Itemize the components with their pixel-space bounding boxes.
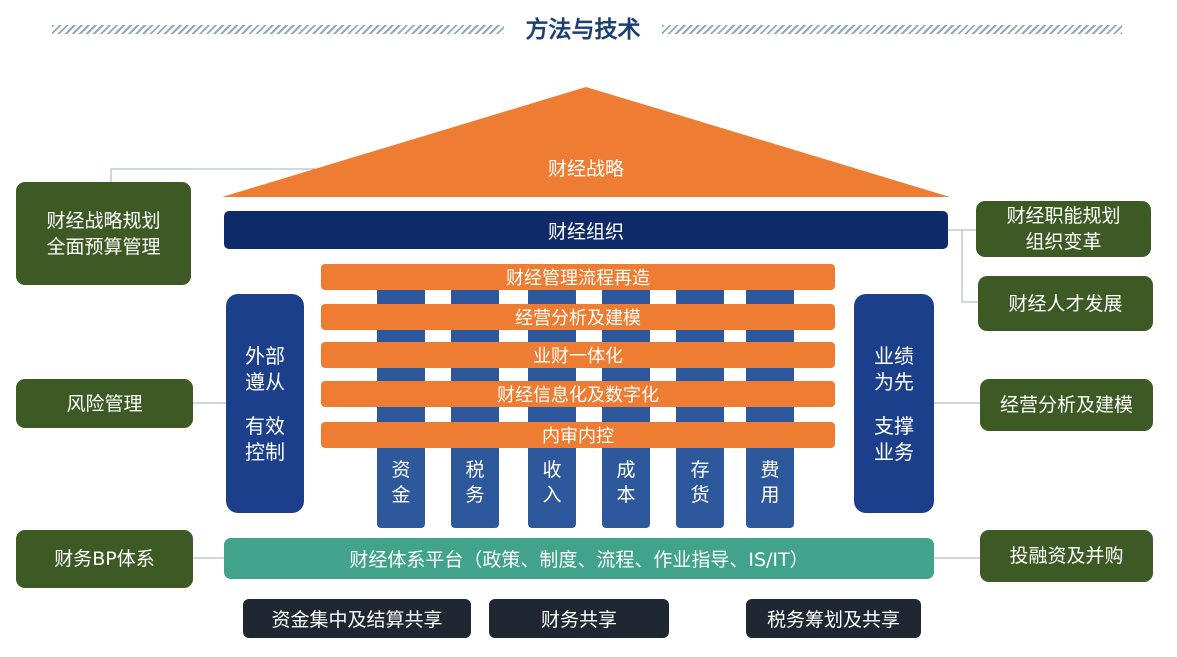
bar-internal-audit: 内审内控 — [321, 422, 835, 448]
column-funds-char-2: 金 — [391, 484, 411, 506]
left-pillar: 外部 遵从 有效 控制 — [226, 294, 304, 513]
right-pillar-top: 业绩 为先 — [874, 343, 914, 395]
column-inventory-char-1: 存 — [690, 459, 710, 481]
left-pillar-bottom-line-1: 有效 — [245, 413, 285, 438]
column-expense-char-1: 费 — [760, 459, 780, 481]
column-funds-label: 资 金 — [377, 458, 425, 508]
left-pillar-top-line-1: 外部 — [245, 343, 285, 368]
share-box-tax-planning: 税务筹划及共享 — [746, 599, 921, 638]
finance-platform-bar: 财经体系平台（政策、制度、流程、作业指导、IS/IT） — [224, 538, 934, 579]
right-box-investment: 投融资及并购 — [980, 530, 1153, 582]
column-expense-char-2: 用 — [760, 484, 780, 506]
right-pillar-bottom-line-2: 业务 — [874, 439, 914, 464]
left-box-risk: 风险管理 — [16, 379, 193, 428]
left-pillar-bottom: 有效 控制 — [245, 413, 285, 465]
roof-label: 财经战略 — [547, 158, 624, 180]
column-inventory-char-2: 货 — [690, 484, 710, 506]
header-rule-left — [52, 25, 504, 34]
left-box-bp-label: 财务BP体系 — [54, 548, 155, 570]
left-box-strategy-line-1: 财经战略规划 — [46, 209, 161, 232]
right-pillar-bottom-line-1: 支撑 — [874, 413, 914, 438]
right-box-function-line-2: 组织变革 — [1025, 231, 1102, 253]
org-bar: 财经组织 — [224, 211, 948, 249]
right-box-analysis-label: 经营分析及建模 — [999, 394, 1133, 416]
left-pillar-top-line-2: 遵从 — [245, 369, 285, 394]
right-pillar-top-line-1: 业绩 — [874, 343, 914, 368]
bar-operating-analysis: 经营分析及建模 — [321, 304, 835, 330]
left-pillar-bottom-line-2: 控制 — [245, 439, 285, 464]
right-box-talent-label: 财经人才发展 — [1008, 292, 1123, 315]
column-tax-label: 税 务 — [451, 458, 499, 508]
column-revenue-char-2: 入 — [542, 484, 562, 506]
right-pillar: 业绩 为先 支撑 业务 — [854, 294, 934, 513]
right-box-talent: 财经人才发展 — [978, 276, 1153, 331]
column-revenue-label: 收 入 — [528, 458, 576, 508]
page-title: 方法与技术 — [525, 17, 641, 43]
bar-business-finance-integration: 业财一体化 — [321, 342, 835, 368]
share-box-fund-settlement: 资金集中及结算共享 — [243, 599, 471, 638]
right-box-investment-label: 投融资及并购 — [1009, 545, 1124, 567]
share-box-finance: 财务共享 — [489, 599, 669, 638]
column-cost-char-2: 本 — [616, 484, 636, 506]
left-box-bp: 财务BP体系 — [16, 530, 193, 588]
left-pillar-top: 外部 遵从 — [245, 343, 285, 395]
header-rule-right — [662, 25, 1122, 34]
left-box-strategy-budget: 财经战略规划 全面预算管理 — [16, 182, 191, 285]
right-pillar-bottom: 支撑 业务 — [874, 413, 914, 465]
column-expense-label: 费 用 — [746, 458, 794, 508]
right-box-analysis: 经营分析及建模 — [980, 379, 1153, 431]
bar-digitalization: 财经信息化及数字化 — [321, 381, 835, 407]
column-inventory-label: 存 货 — [676, 458, 724, 508]
right-pillar-top-line-2: 为先 — [874, 369, 914, 394]
bar-process-reengineering: 财经管理流程再造 — [321, 264, 835, 290]
column-cost-label: 成 本 — [602, 458, 650, 508]
left-box-strategy-line-2: 全面预算管理 — [46, 235, 161, 258]
column-tax-char-1: 税 — [465, 459, 485, 481]
column-tax-char-2: 务 — [465, 484, 485, 506]
column-revenue-char-1: 收 — [542, 459, 562, 481]
column-funds-char-1: 资 — [391, 459, 411, 481]
right-box-function-planning: 财经职能规划 组织变革 — [976, 201, 1151, 257]
column-cost-char-1: 成 — [616, 459, 636, 481]
right-box-function-line-1: 财经职能规划 — [1006, 205, 1121, 227]
left-box-risk-label: 风险管理 — [66, 392, 143, 415]
